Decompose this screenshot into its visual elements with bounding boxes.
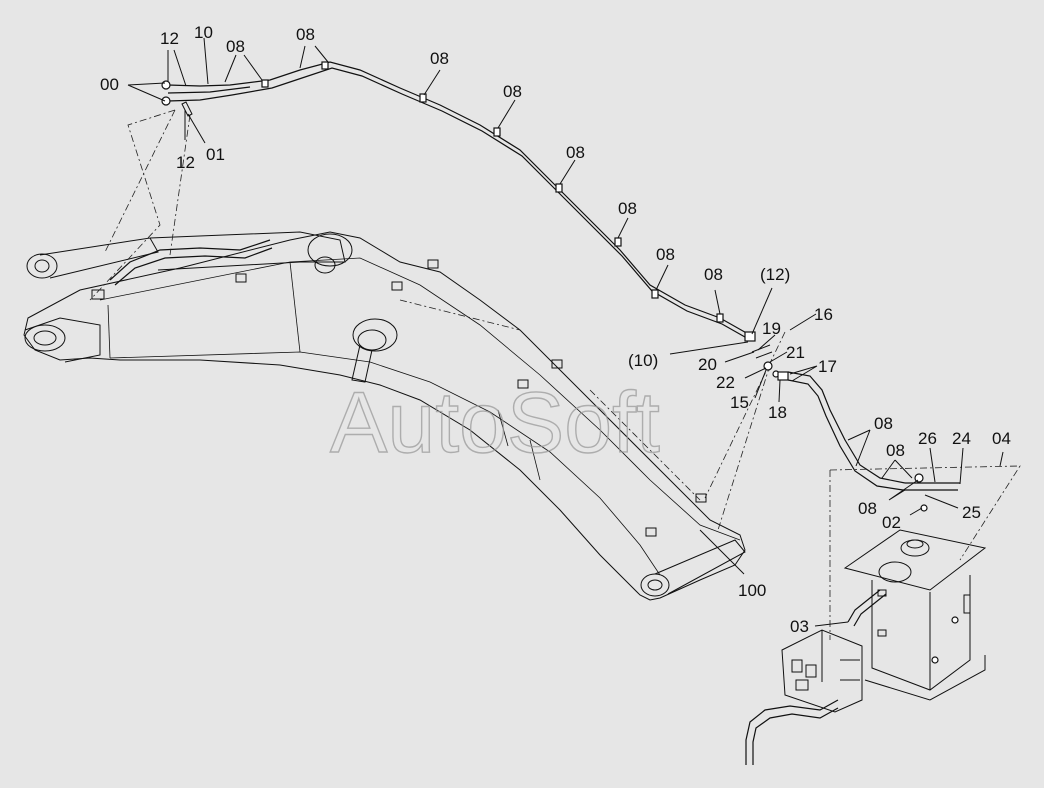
fittings-group [751,344,960,512]
callout-22: 22 [716,373,735,392]
callout-20: 20 [698,355,717,374]
callout-08-d: 08 [503,82,522,101]
callout-19: 19 [762,319,781,338]
leader-lines [127,37,1004,627]
callout-08-a: 08 [226,37,245,56]
callout-12-paren: (12) [760,265,790,284]
callout-08-b: 08 [296,25,315,44]
callout-08-g: 08 [656,245,675,264]
callout-labels: 00 12 10 08 08 08 08 08 08 08 08 12 01 (… [100,23,1011,636]
callout-03: 03 [790,617,809,636]
callout-08-c: 08 [430,49,449,68]
callout-10: 10 [194,23,213,42]
callout-08-h: 08 [704,265,723,284]
callout-18: 18 [768,403,787,422]
callout-01: 01 [206,145,225,164]
callout-24: 24 [952,429,971,448]
callout-00: 00 [100,75,119,94]
callout-08-i: 08 [874,414,893,433]
watermark: AutoSoft [330,375,660,471]
callout-12-bottom: 12 [176,153,195,172]
callout-12-top: 12 [160,29,179,48]
callout-08-j: 08 [886,441,905,460]
callout-25: 25 [962,503,981,522]
callout-17: 17 [818,357,837,376]
callout-02: 02 [882,513,901,532]
hose-line [161,61,756,342]
hydraulic-tank [843,529,987,701]
callout-08-k: 08 [858,499,877,518]
callout-08-f: 08 [618,199,637,218]
callout-08-e: 08 [566,143,585,162]
callout-16: 16 [814,305,833,324]
callout-15: 15 [730,393,749,412]
callout-26: 26 [918,429,937,448]
boom-assembly [23,231,746,601]
construction-lines [89,109,1021,640]
control-valve [745,589,887,765]
callout-21: 21 [786,343,805,362]
callout-04: 04 [992,429,1011,448]
callout-10-paren: (10) [628,351,658,370]
callout-100: 100 [738,581,766,600]
